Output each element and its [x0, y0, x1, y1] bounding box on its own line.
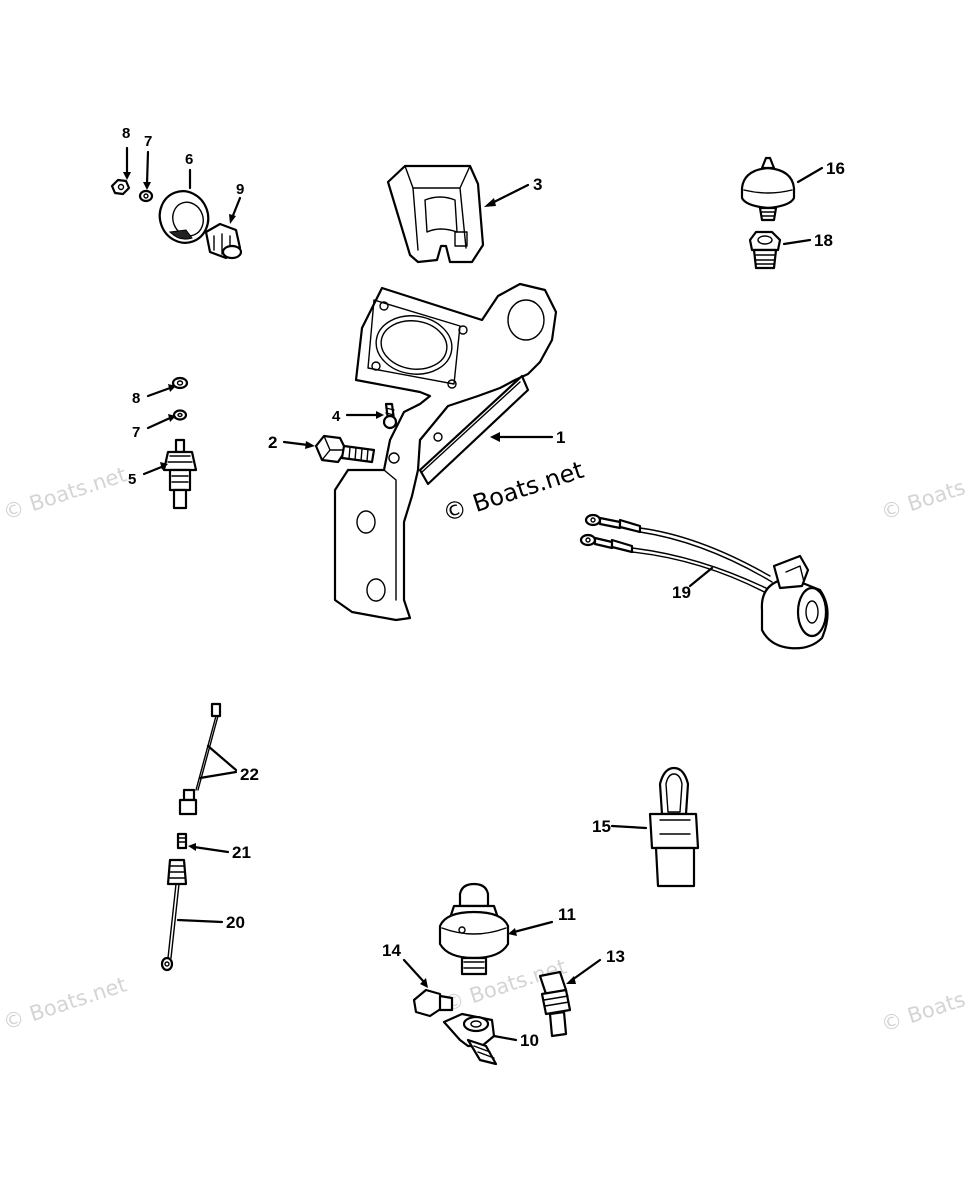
callout-7-top: 7 [144, 133, 152, 150]
part-15-connector [648, 766, 700, 888]
callout-1: 1 [556, 428, 565, 447]
watermark-right-lower: © Boats [878, 987, 968, 1037]
callout-19: 19 [672, 583, 691, 602]
callout-22: 22 [240, 765, 259, 784]
callout-8-left: 8 [132, 390, 140, 407]
part-14-plug [412, 988, 454, 1018]
part-19-coil-harness [579, 513, 829, 650]
part-20-lead [160, 858, 188, 972]
part-16-pressure-switch [740, 156, 796, 222]
part-8-nut-top [110, 178, 131, 196]
part-8-nut-left [171, 376, 189, 390]
watermark-left-lower: © Boats.net [0, 972, 129, 1034]
callout-5: 5 [128, 471, 136, 488]
callout-6: 6 [185, 151, 193, 168]
callout-2: 2 [268, 433, 277, 452]
callout-20: 20 [226, 913, 245, 932]
callout-3: 3 [533, 175, 542, 194]
part-13-fitting [538, 970, 572, 1038]
part-9-fitting [204, 222, 243, 260]
callout-8-top: 8 [122, 125, 130, 142]
part-21-terminal [176, 832, 188, 850]
callout-10: 10 [520, 1031, 539, 1050]
callout-7-left: 7 [132, 424, 140, 441]
callout-14: 14 [382, 941, 401, 960]
part-3-clamp [386, 164, 485, 264]
callout-11: 11 [558, 905, 576, 924]
watermark-right-upper: © Boats [878, 475, 968, 525]
callout-16: 16 [826, 159, 845, 178]
part-5-temp-sender [162, 438, 198, 510]
part-2-bolt [314, 434, 376, 464]
part-10-elbow [442, 1012, 498, 1066]
part-6-gauge-body [158, 190, 210, 244]
part-11-sensor [438, 882, 510, 976]
callout-15: 15 [592, 817, 611, 836]
watermark-center: © Boats.net [439, 456, 587, 528]
part-1-bracket [333, 282, 558, 622]
part-7-washer-top [138, 189, 154, 203]
callout-18: 18 [814, 231, 833, 250]
watermark-left-upper: © Boats.net [0, 462, 129, 524]
part-22-lead [178, 702, 222, 816]
part-18-adapter [748, 230, 782, 270]
callout-9: 9 [236, 181, 244, 198]
part-7-washer-left [172, 409, 188, 421]
callout-21: 21 [232, 843, 251, 862]
callout-4: 4 [332, 408, 341, 425]
callout-13: 13 [606, 947, 625, 966]
part-4-screw [382, 402, 398, 430]
